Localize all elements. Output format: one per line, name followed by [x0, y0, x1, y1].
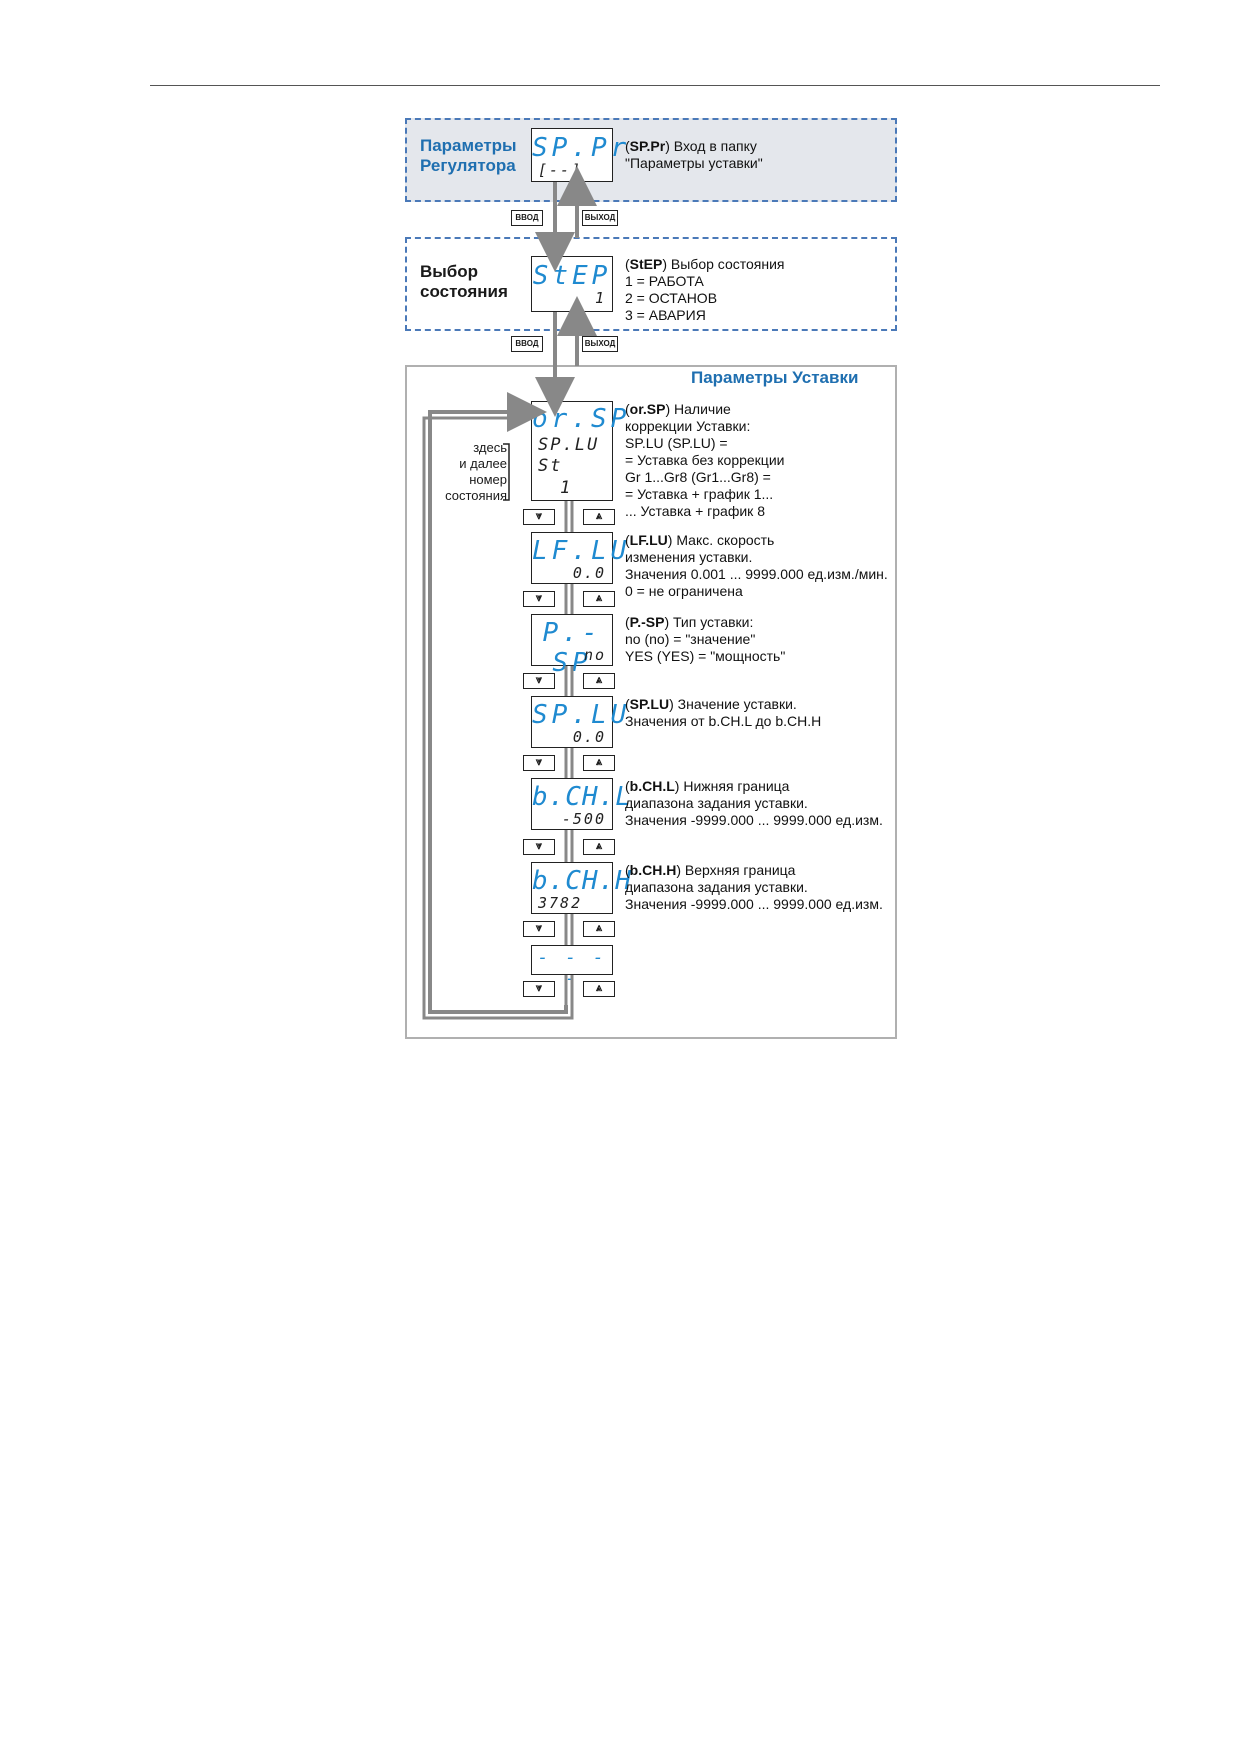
bchl-desc: (b.CH.L) Нижняя граница диапазона задани…	[625, 778, 883, 828]
exit-key-label-2: ВЫХОД	[582, 336, 618, 352]
down-button: ⩔	[523, 673, 555, 689]
display-splu: SP.LU 0.0	[531, 696, 626, 748]
state-select-section	[405, 237, 897, 331]
up-button: ⩓	[583, 591, 615, 607]
up-button: ⩓	[583, 981, 615, 997]
loop-back-outer	[428, 392, 568, 1014]
header-rule	[150, 85, 1160, 86]
state-number-note: здесь и далее номер состояния	[445, 440, 507, 503]
regulator-params-section	[405, 118, 897, 202]
setpoint-params-section	[405, 365, 897, 1039]
up-button: ⩓	[583, 673, 615, 689]
state-bracket	[503, 443, 510, 501]
down-button: ⩔	[523, 509, 555, 525]
enter-key-label-2: ВВОД	[511, 336, 543, 352]
section3-title: Параметры Уставки	[691, 368, 859, 387]
psp-desc: (P.-SP) Тип уставки: no (no) = "значение…	[625, 614, 786, 664]
display-lflu: LF.LU 0.0	[531, 532, 626, 584]
down-button: ⩔	[523, 591, 555, 607]
down-button: ⩔	[523, 981, 555, 997]
bchh-desc: (b.CH.H) Верхняя граница диапазона задан…	[625, 862, 883, 912]
section1-label: Параметры Регулятора	[420, 136, 517, 175]
up-button: ⩓	[583, 921, 615, 937]
down-button: ⩔	[523, 839, 555, 855]
enter-key-label: ВВОД	[511, 210, 543, 226]
section1-desc: (SP.Pr) Вход в папку "Параметры уставки"	[625, 138, 763, 171]
up-button: ⩓	[583, 755, 615, 771]
exit-key-label: ВЫХОД	[582, 210, 618, 226]
item-connectors	[564, 501, 574, 1005]
up-button: ⩓	[583, 839, 615, 855]
lflu-desc: (LF.LU) Макс. скорость изменения уставки…	[625, 532, 888, 599]
loop-back-inner	[422, 416, 574, 1020]
splu-desc: (SP.LU) Значение уставки. Значения от b.…	[625, 696, 822, 729]
section2-label: Выбор состояния	[420, 262, 508, 301]
display-psp: P.-SP no	[531, 614, 613, 678]
section2-desc: (StEP) Выбор состояния 1 = РАБОТА 2 = ОС…	[625, 256, 785, 323]
down-button: ⩔	[523, 921, 555, 937]
up-button: ⩓	[583, 509, 615, 525]
orsp-desc: (or.SP) Наличие коррекции Уставки: SP.LU…	[625, 401, 785, 519]
down-button: ⩔	[523, 755, 555, 771]
